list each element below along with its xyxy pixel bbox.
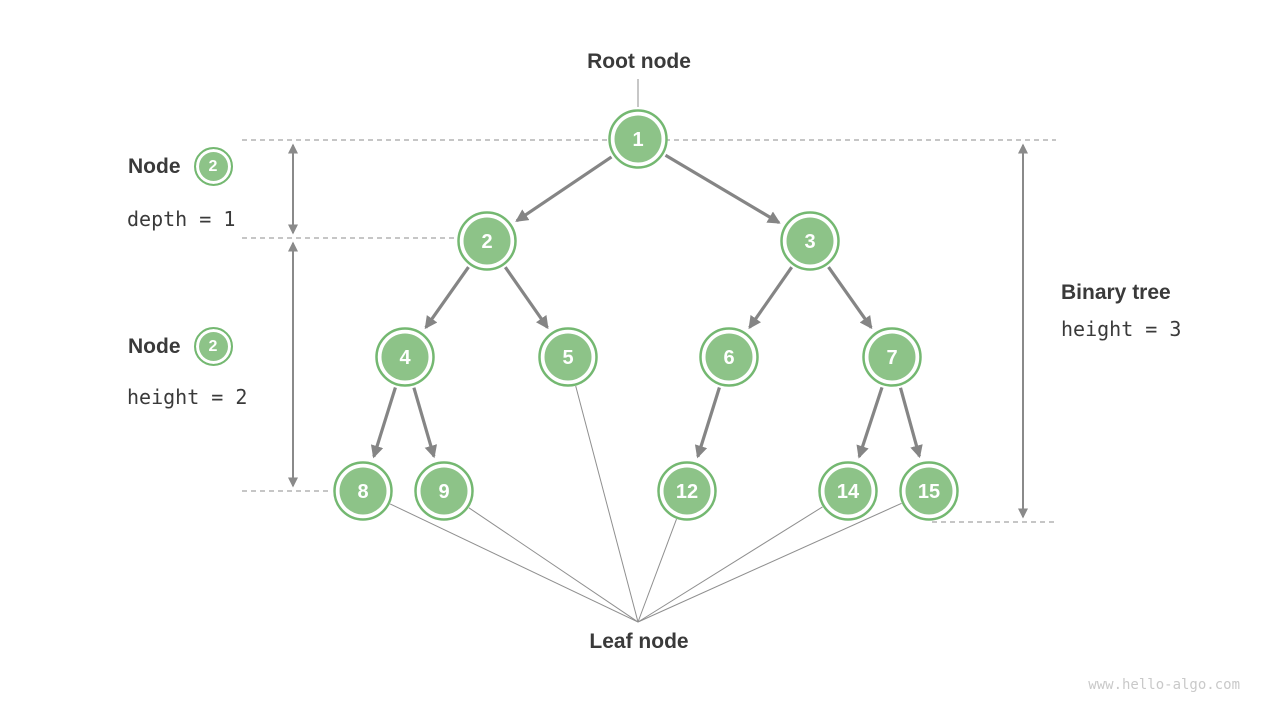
tree-node-7-value: 7 <box>886 347 897 369</box>
node-depth-badge: 2 <box>193 147 233 186</box>
tree-node-4: 4 <box>375 327 435 387</box>
binary-tree-title: Binary tree <box>1061 281 1171 304</box>
leaf-line-from-5 <box>575 385 639 623</box>
tree-nodes: 1 2 3 4 5 6 7 <box>333 109 959 521</box>
edge-3-7 <box>827 266 873 330</box>
edge-7-15 <box>898 387 923 459</box>
edge-7-14 <box>856 386 884 459</box>
tree-node-1-value: 1 <box>632 129 643 151</box>
leaf-line-from-15 <box>637 502 902 623</box>
leaf-line-from-9 <box>468 507 639 623</box>
leaf-label-pointer-lines <box>389 385 902 623</box>
node-depth-caption: depth = 1 <box>127 207 236 231</box>
tree-node-1: 1 <box>608 109 668 169</box>
tree-node-8: 8 <box>333 461 393 521</box>
tree-node-3-value: 3 <box>804 231 815 253</box>
tree-node-3: 3 <box>780 211 840 271</box>
root-node-label: Root node <box>587 50 691 73</box>
node-height-title: Node <box>128 334 181 358</box>
tree-edges <box>370 153 923 459</box>
tree-node-6-value: 6 <box>723 347 734 369</box>
node-height-annotation: Node 2 <box>128 327 233 366</box>
edge-3-6 <box>748 266 794 330</box>
edge-2-4 <box>424 266 470 330</box>
node-height-badge: 2 <box>193 327 233 366</box>
tree-node-12: 12 <box>657 461 717 521</box>
tree-node-15: 15 <box>899 461 959 521</box>
leaf-line-from-8 <box>389 503 639 623</box>
tree-node-9: 9 <box>414 461 474 521</box>
tree-node-9-value: 9 <box>438 481 449 503</box>
leaf-node-label: Leaf node <box>589 630 689 653</box>
tree-node-12-value: 12 <box>676 481 698 503</box>
tree-node-14: 14 <box>818 461 878 521</box>
tree-node-5: 5 <box>538 327 598 387</box>
leaf-line-from-14 <box>637 506 823 623</box>
edge-4-9 <box>412 387 438 459</box>
edge-4-8 <box>370 387 397 459</box>
edge-1-2 <box>515 155 613 223</box>
edge-1-3 <box>664 153 781 224</box>
tree-node-4-value: 4 <box>399 347 411 369</box>
binary-tree-caption: height = 3 <box>1061 317 1182 341</box>
node-depth-title: Node <box>128 154 181 178</box>
tree-node-6: 6 <box>699 327 759 387</box>
edge-6-12 <box>694 387 721 459</box>
tree-node-5-value: 5 <box>562 347 573 369</box>
leaf-line-from-12 <box>637 518 677 623</box>
measure-arrows <box>288 143 1028 519</box>
edge-2-5 <box>503 266 549 330</box>
tree-node-2-value: 2 <box>481 231 492 253</box>
tree-node-8-value: 8 <box>357 481 368 503</box>
node-height-caption: height = 2 <box>127 385 248 409</box>
tree-node-14-value: 14 <box>837 481 860 503</box>
tree-node-15-value: 15 <box>918 481 940 503</box>
tree-node-2: 2 <box>457 211 517 271</box>
watermark: www.hello-algo.com <box>1088 677 1240 693</box>
tree-node-7: 7 <box>862 327 922 387</box>
node-depth-annotation: Node 2 <box>128 147 233 186</box>
